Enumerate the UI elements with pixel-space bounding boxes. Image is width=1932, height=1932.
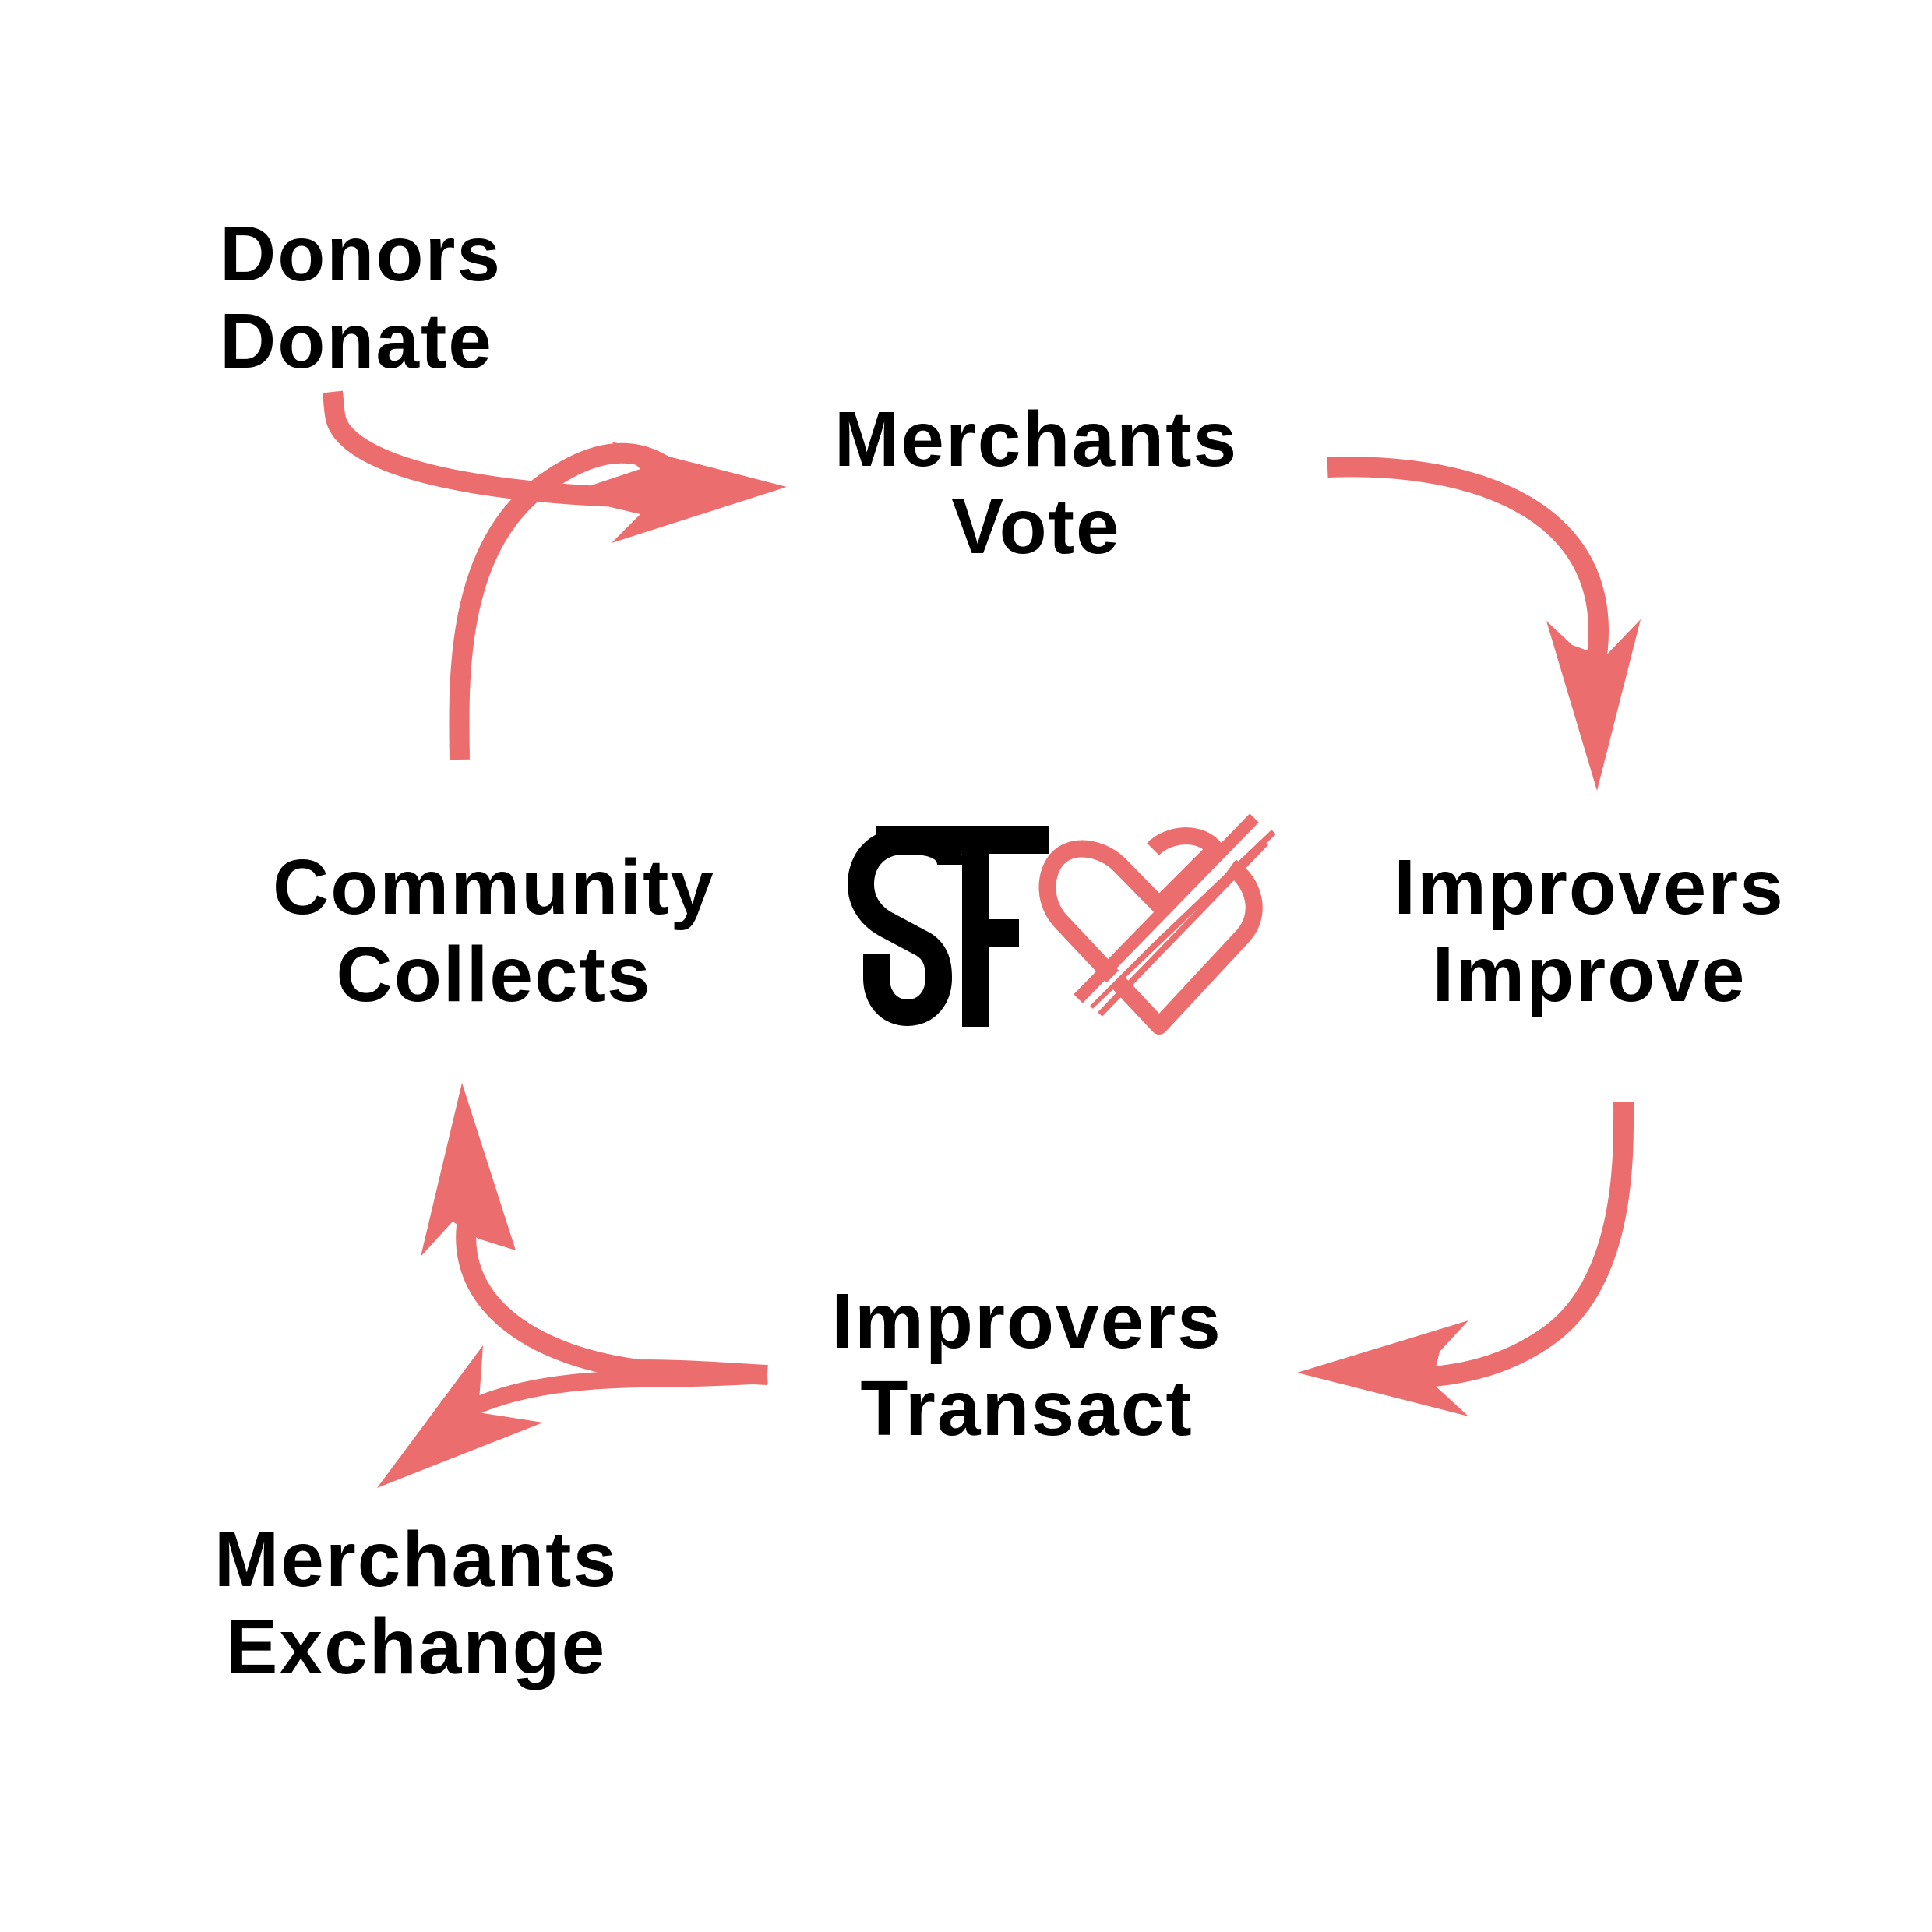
- arrow-collects-to-vote: [449, 442, 787, 760]
- node-merchants-vote: Merchants Vote: [834, 396, 1238, 570]
- node-community-collects: Community Collects: [273, 844, 715, 1018]
- node-donors-donate-line2: Donate: [220, 298, 493, 385]
- arrowhead-improve: [1546, 619, 1641, 791]
- arrowhead-transact: [1297, 1320, 1468, 1416]
- node-improvers-transact: Improvers Transact: [831, 1278, 1222, 1452]
- heart-icon: [1038, 813, 1276, 1035]
- arrow-vote-to-improve: [1327, 457, 1641, 791]
- arrowhead-collects: [421, 1083, 516, 1257]
- node-merchants-exchange-line1: Merchants: [213, 1516, 619, 1603]
- arrow-transact-to-exchange: [377, 1345, 768, 1488]
- node-community-collects-line2: Collects: [336, 931, 652, 1018]
- node-donors-donate-line1: Donors: [220, 210, 502, 298]
- node-improvers-improve-line2: Improve: [1432, 931, 1747, 1018]
- node-improvers-improve: Improvers Improve: [1394, 844, 1785, 1018]
- arrowhead-vote: [561, 442, 787, 543]
- arrowhead-exchange: [377, 1345, 543, 1488]
- arrow-transact-to-collects: [421, 1083, 768, 1385]
- node-improvers-transact-line1: Improvers: [831, 1278, 1222, 1365]
- logo-letters: [848, 826, 1049, 1027]
- node-improvers-improve-line1: Improvers: [1394, 844, 1785, 931]
- node-donors-donate: Donors Donate: [220, 210, 502, 385]
- node-improvers-transact-line2: Transact: [860, 1365, 1193, 1452]
- arrow-improve-to-transact: [1297, 1102, 1634, 1416]
- node-merchants-exchange: Merchants Exchange: [214, 1516, 618, 1690]
- node-merchants-exchange-line2: Exchange: [225, 1603, 607, 1690]
- node-community-collects-line1: Community: [273, 844, 715, 931]
- node-merchants-vote-line2: Vote: [951, 483, 1121, 570]
- node-merchants-vote-line1: Merchants: [834, 396, 1239, 483]
